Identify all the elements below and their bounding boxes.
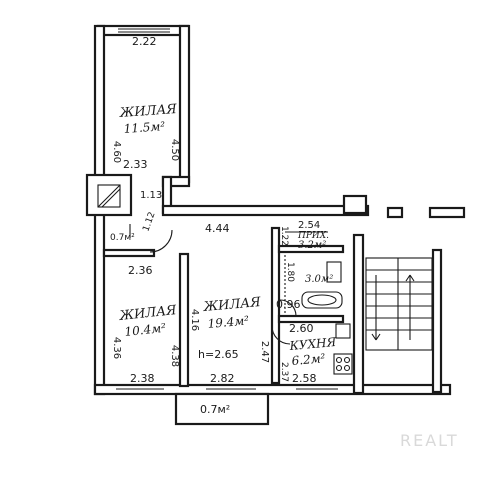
wall-living-kitchen <box>270 226 281 385</box>
bath-dim-left: 1.80 <box>285 262 295 282</box>
bath-fixtures <box>301 261 353 375</box>
door-bedroom-bottom <box>149 229 173 253</box>
wall-bottom <box>93 383 452 396</box>
wall-kitchen-right <box>352 233 365 395</box>
bedroom-bottom-name: ЖИЛАЯ <box>118 303 178 324</box>
storage-area: 3.2м² <box>298 240 326 251</box>
wall-bath-bottom <box>277 314 345 324</box>
storage-dim-left: 1.22 <box>279 226 289 246</box>
closet-area: 0.7м² <box>110 233 135 243</box>
wall-living-top <box>161 204 370 217</box>
living-dim-bottom: 2.82 <box>210 372 235 385</box>
wall-left-bedroom-top <box>93 24 106 202</box>
windows <box>116 28 338 390</box>
bedroom-top-dim-left: 4.60 <box>111 141 122 163</box>
walls <box>85 24 466 396</box>
living-height: h=2.65 <box>198 348 239 361</box>
door-dim: 1.12 <box>141 211 157 233</box>
doors <box>129 224 297 345</box>
living-dim-top: 4.44 <box>205 222 230 235</box>
wall-fragment-2 <box>428 206 466 219</box>
wall-stub-right <box>342 194 368 215</box>
staircase <box>365 257 433 351</box>
bath-area: 3.0м² <box>305 274 333 285</box>
door-kitchen <box>271 325 291 345</box>
bedroom-top-name: ЖИЛАЯ <box>118 102 178 121</box>
vent-symbol <box>97 184 121 208</box>
bathtub-inner <box>307 294 337 306</box>
wall-right-bedroom-top <box>178 24 191 184</box>
counter <box>335 323 351 339</box>
bedroom-bottom-dim-bottom: 2.38 <box>130 372 155 385</box>
corridor-dim: 1.13 <box>140 190 162 201</box>
living-name: ЖИЛАЯ <box>202 295 262 315</box>
bathtub <box>301 291 343 309</box>
living-area: 19.4м² <box>207 313 250 331</box>
wall-top-bedroom-top <box>96 24 190 37</box>
stove <box>333 353 353 375</box>
balcony <box>174 392 270 426</box>
sink <box>326 261 342 283</box>
wall-storage-bottom <box>277 244 345 254</box>
bedroom-top-dim-top: 2.22 <box>132 35 157 48</box>
bedroom-bottom-area: 10.4м² <box>124 321 167 339</box>
wall-fragment-1 <box>386 206 404 219</box>
kitchen-area: 6.2м² <box>291 351 326 368</box>
bedroom-bottom-dim-top: 2.36 <box>128 264 153 277</box>
bedroom-bottom-dim-right: 4.38 <box>169 345 180 367</box>
wall-left-lower <box>93 212 106 396</box>
wall-bedroom-living <box>178 252 190 388</box>
watermark: REALT <box>400 431 459 450</box>
kitchen-dim-top: 2.60 <box>289 322 314 335</box>
living-dim-left: 4.16 <box>189 309 200 331</box>
wall-stair-right <box>431 248 443 394</box>
bedroom-top-area: 11.5м² <box>123 119 166 136</box>
kitchen-name: КУХНЯ <box>288 335 337 353</box>
bedroom-bottom-dim-left: 4.36 <box>111 337 122 359</box>
balcony-area: 0.7м² <box>200 403 230 416</box>
stair-frame <box>365 257 433 351</box>
dimension-guides <box>284 231 328 316</box>
storage-dim-top: 2.54 <box>298 220 320 231</box>
wall-bedroom-bottom-top <box>102 248 156 258</box>
bedroom-top-dim-right: 4.50 <box>169 139 180 161</box>
vent-shaft <box>85 173 133 217</box>
living-dim-right: 2.47 <box>259 341 270 363</box>
bedroom-top-dim-width: 2.33 <box>123 158 148 171</box>
storage-name: ПРИХ. <box>297 231 329 241</box>
kitchen-dim-bottom: 2.58 <box>292 372 317 385</box>
door-bath <box>279 299 297 317</box>
bath-dim-right: 0.96 <box>276 298 301 311</box>
kitchen-dim-left: 2.37 <box>279 362 289 382</box>
